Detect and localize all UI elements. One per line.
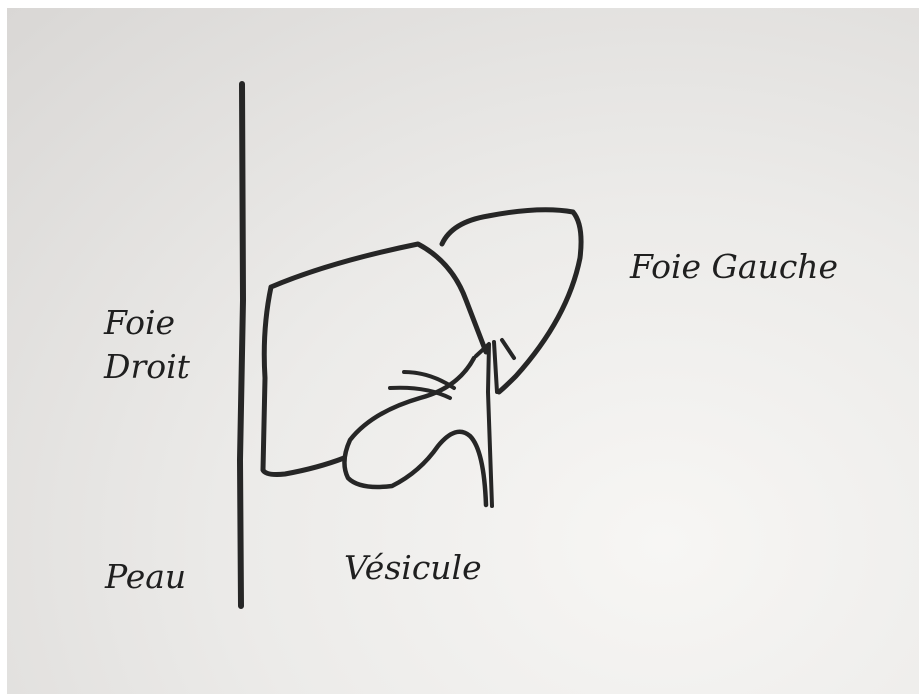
label-peau: Peau xyxy=(105,560,186,593)
right-liver-lobe xyxy=(263,244,486,475)
label-vesicule: Vésicule xyxy=(344,551,482,584)
left-liver-lobe xyxy=(442,210,581,392)
bile-ducts xyxy=(390,340,514,506)
label-foie-droit: Foie Droit xyxy=(104,301,190,389)
label-foie-gauche: Foie Gauche xyxy=(630,250,838,283)
gallbladder xyxy=(344,358,486,505)
label-foie-droit-line1: Foie xyxy=(104,301,190,345)
skin-line xyxy=(240,84,243,606)
label-foie-droit-line2: Droit xyxy=(104,345,190,389)
